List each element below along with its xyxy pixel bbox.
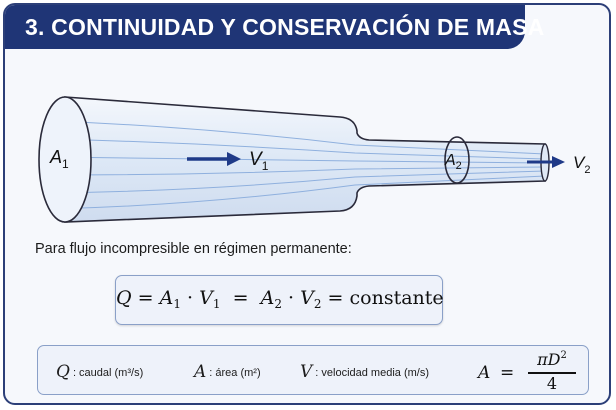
area-1-label: A1 [49,147,69,171]
fraction-bar [528,372,576,374]
legend-area: A: área (m²) [194,362,261,382]
pipe-diagram: A1 V1 A2 V2 [38,96,590,223]
section-2-ring [444,136,470,184]
velocity-1-arrow [187,152,241,166]
area-formula: A = πD2 4 [476,350,586,393]
legend-box: Q: caudal (m³/s) A: área (m²) V: velocid… [37,345,589,395]
section-title: 3. CONTINUIDAD Y CONSERVACIÓN DE MASA [25,14,545,40]
continuity-equation-box: Q = A1 · V1 = A2 · V2 = constante [115,275,444,325]
content-card: 3. CONTINUIDAD Y CONSERVACIÓN DE MASA [3,3,611,405]
velocity-2-label: V2 [573,153,590,176]
inlet-section [38,96,92,223]
pipe-body [64,96,546,223]
velocity-2-arrow [527,156,565,168]
area-2-label: A2 [444,152,462,172]
continuity-equation: Q = A1 · V1 = A2 · V2 = constante [116,287,444,311]
intro-text: Para flujo incompresible en régimen perm… [35,241,352,257]
section-header: 3. CONTINUIDAD Y CONSERVACIÓN DE MASA [5,5,544,49]
legend-caudal: Q: caudal (m³/s) [56,362,144,382]
velocity-1-label: V1 [249,149,269,173]
legend-velocidad: V: velocidad media (m/s) [300,362,429,382]
